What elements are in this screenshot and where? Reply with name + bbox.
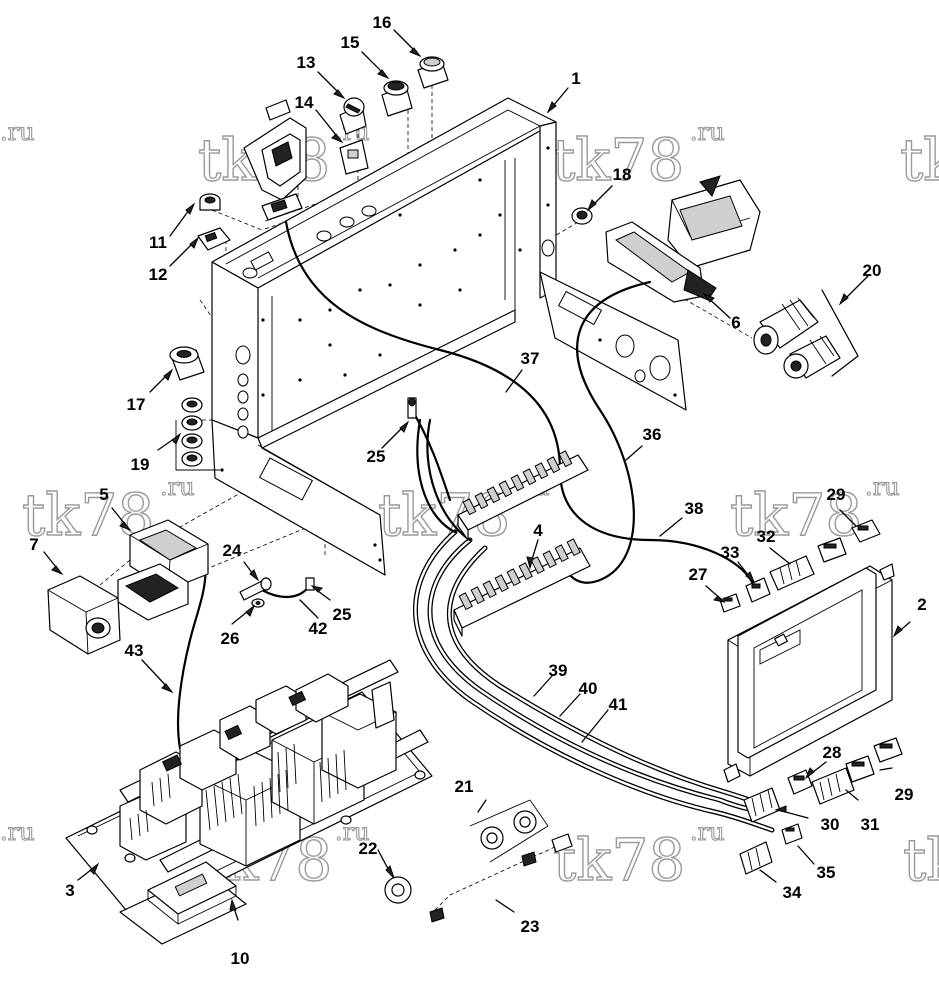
svg-text:tk78: tk78 (552, 126, 684, 194)
callout-5: 5 (99, 485, 108, 504)
right-connector-group (571, 175, 859, 379)
svg-text:tk78: tk78 (900, 126, 939, 194)
svg-text:.ru: .ru (335, 818, 370, 846)
svg-text:.ru: .ru (690, 818, 725, 846)
top-switch-parts (197, 56, 449, 251)
callout-15: 15 (341, 33, 360, 52)
callout-22: 22 (359, 839, 378, 858)
callout-37: 37 (521, 349, 540, 368)
callout-26: 26 (221, 629, 240, 648)
contactor-mounting-plate (65, 659, 433, 923)
watermark-suffix: .ru (335, 818, 370, 846)
contactor-terminals (129, 743, 347, 841)
callout-4: 4 (533, 521, 543, 540)
left-glands (169, 346, 220, 471)
callout-16: 16 (373, 13, 392, 32)
terminal-strips (407, 397, 591, 637)
callout-12: 12 (149, 265, 168, 284)
svg-text:.ru: .ru (160, 473, 195, 501)
ground-bolt-parts (239, 577, 315, 608)
watermark-layer: .ru tk78 .ru tk78 .ru tk78 tk78 .ru tk78… (0, 117, 939, 894)
callout-21: 21 (455, 777, 474, 796)
callout-40: 40 (579, 679, 598, 698)
callout-10: 10 (231, 949, 250, 968)
enclosure-frame (211, 97, 687, 576)
control-module (723, 563, 895, 783)
callout-18: 18 (613, 165, 632, 184)
callout-20: 20 (863, 261, 882, 280)
watermark-suffix: .ru (690, 818, 725, 846)
callout-23: 23 (521, 917, 540, 936)
cables (176, 220, 775, 833)
watermark-brand: tk78 (900, 126, 939, 194)
callout-7: 7 (29, 535, 38, 554)
watermark-brand: tk78 (553, 826, 685, 894)
left-heavy-connector (47, 519, 209, 655)
callout-36: 36 (643, 425, 662, 444)
callout-25-lower: 25 (333, 605, 352, 624)
pluggable-connectors (719, 519, 903, 875)
terminal-blocks-lower (458, 538, 581, 611)
watermark-suffix: .ru (865, 473, 900, 501)
small-ring-parts (384, 799, 573, 923)
callout-3: 3 (65, 881, 74, 900)
callout-2: 2 (917, 595, 926, 614)
callout-1: 1 (571, 69, 580, 88)
callout-29-upper: 29 (827, 485, 846, 504)
svg-text:tk78: tk78 (903, 826, 939, 894)
power-supply-module (119, 861, 247, 945)
callout-13: 13 (297, 53, 316, 72)
callout-30: 30 (821, 815, 840, 834)
watermark-brand: tk78 (903, 826, 939, 894)
svg-text:.ru: .ru (0, 118, 35, 146)
svg-text:.ru: .ru (0, 818, 35, 846)
callout-27: 27 (689, 565, 708, 584)
callout-42: 42 (309, 619, 328, 638)
callout-14: 14 (295, 93, 314, 112)
callout-11: 11 (149, 233, 167, 252)
callout-28: 28 (823, 743, 842, 762)
callout-labels: 1 2 3 4 5 6 7 10 11 12 13 14 15 16 17 18… (29, 13, 926, 968)
callout-6: 6 (731, 313, 740, 332)
callout-25-upper: 25 (367, 447, 386, 466)
callout-29-lower: 29 (895, 785, 914, 804)
callout-31: 31 (861, 815, 880, 834)
svg-text:tk78: tk78 (553, 826, 685, 894)
svg-text:.ru: .ru (865, 473, 900, 501)
callout-35: 35 (817, 863, 836, 882)
callout-32: 32 (757, 527, 776, 546)
callout-41: 41 (609, 695, 628, 714)
callout-24: 24 (223, 541, 242, 560)
watermark-suffix: .ru (0, 818, 35, 846)
callout-39: 39 (549, 661, 568, 680)
callout-17: 17 (127, 395, 146, 414)
leader-lines (43, 29, 911, 921)
watermark-brand: tk78 (552, 126, 684, 194)
watermark-suffix: .ru (690, 118, 725, 146)
callout-43: 43 (125, 641, 144, 660)
watermark-suffix: .ru (0, 118, 35, 146)
terminal-blocks-upper (462, 450, 573, 516)
callout-38: 38 (685, 499, 704, 518)
callout-19: 19 (131, 455, 150, 474)
callout-34: 34 (783, 883, 802, 902)
watermark-suffix: .ru (160, 473, 195, 501)
svg-text:.ru: .ru (690, 118, 725, 146)
callout-33: 33 (721, 543, 740, 562)
